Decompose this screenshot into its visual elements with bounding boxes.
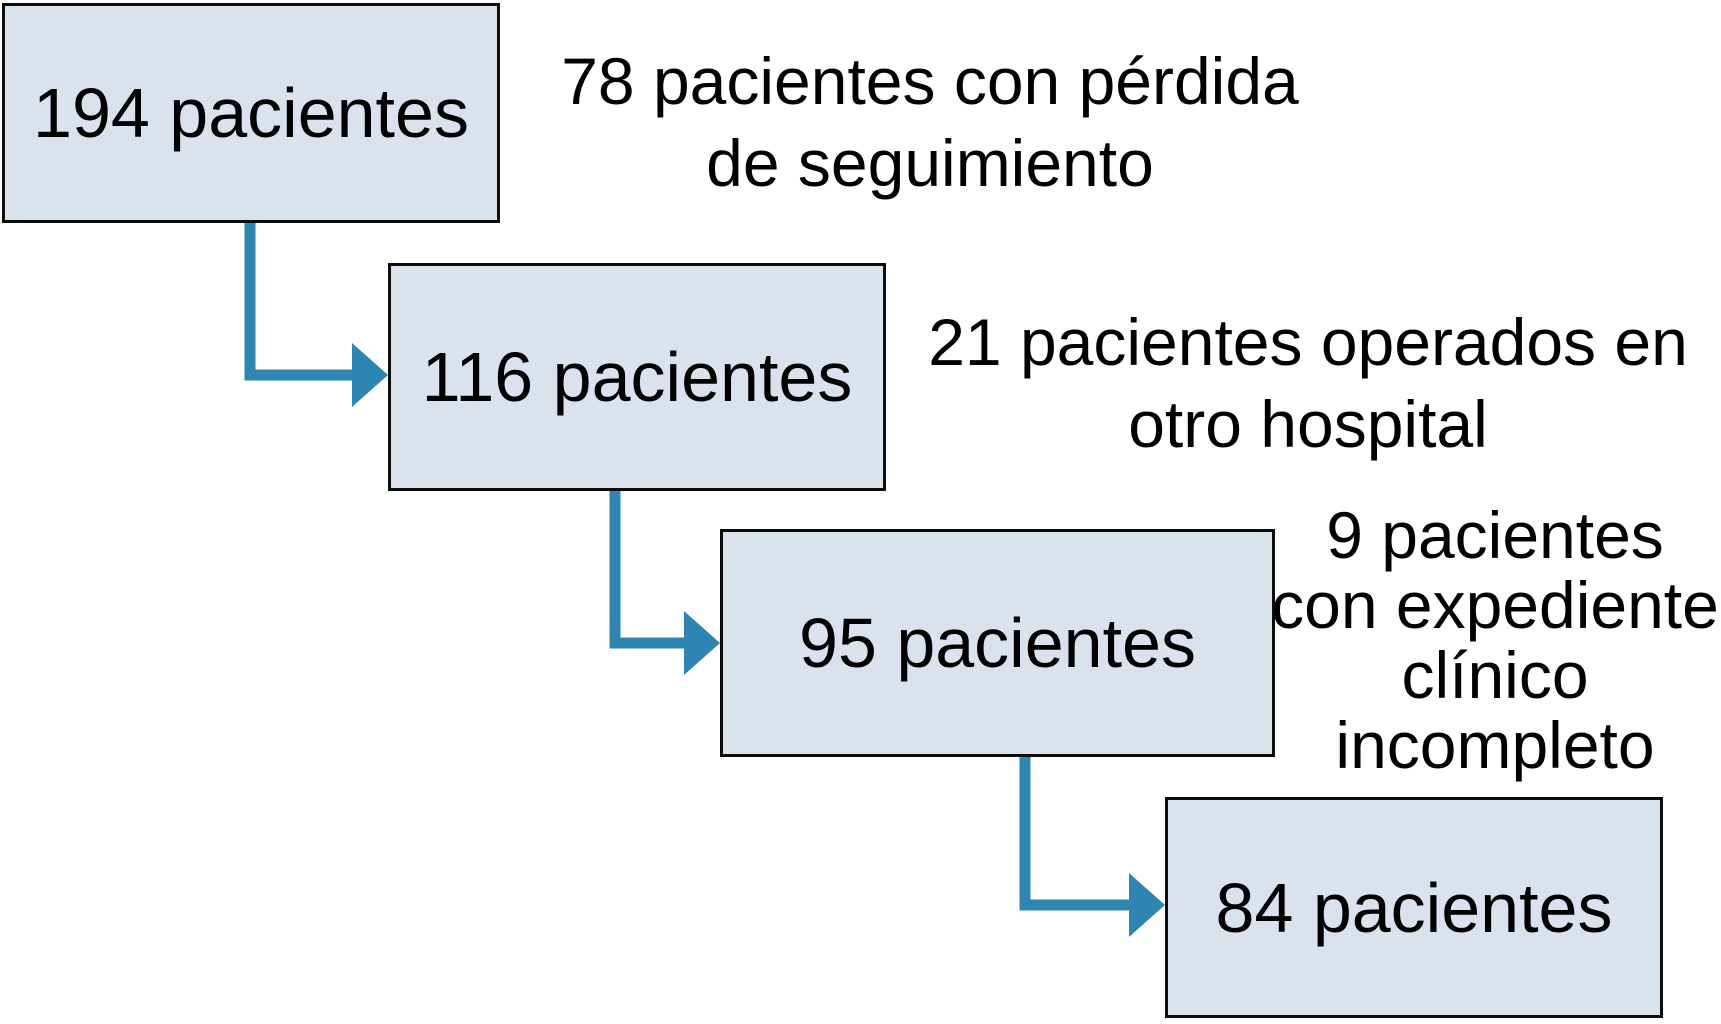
patient-count-box-1-label: 194 pacientes	[33, 74, 469, 152]
patient-count-box-2-label: 116 pacientes	[421, 338, 853, 416]
patient-count-box-4-label: 84 pacientes	[1215, 868, 1613, 947]
flow-arrow-2	[609, 491, 720, 675]
arrowhead-1-icon	[352, 343, 388, 407]
flow-arrow-3	[1019, 757, 1165, 937]
patient-count-box-4: 84 pacientes	[1165, 797, 1663, 1018]
patient-count-box-2: 116 pacientes	[388, 263, 886, 491]
patient-count-box-3-label: 95 pacientes	[799, 604, 1196, 682]
arrowhead-2-icon	[684, 611, 720, 675]
patient-count-box-3: 95 pacientes	[720, 529, 1275, 757]
exclusion-note-2: 21 pacientes operados en otro hospital	[928, 305, 1688, 461]
flow-arrow-1	[244, 223, 388, 407]
exclusion-note-1: 78 pacientes con pérdida de seguimiento	[561, 44, 1299, 200]
arrowhead-3-icon	[1129, 873, 1165, 937]
exclusion-note-3: 9 pacientes con expediente clínico incom…	[1271, 498, 1719, 782]
patient-count-box-1: 194 pacientes	[2, 3, 500, 223]
